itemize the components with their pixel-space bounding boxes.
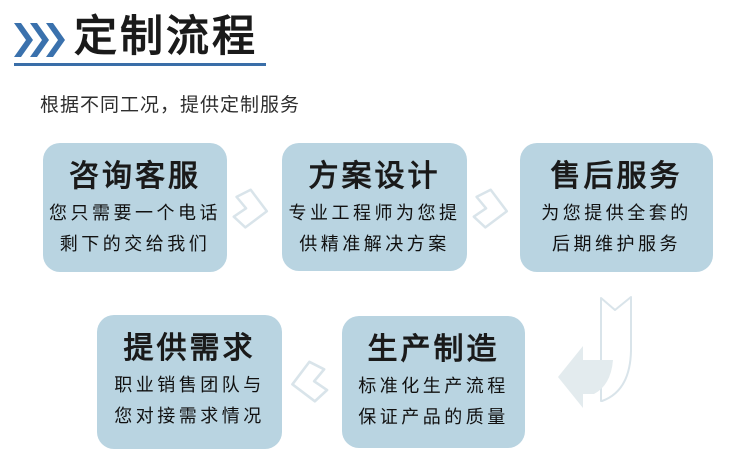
step-desc-line2: 您对接需求情况 (114, 406, 265, 427)
step-title: 生产制造 (367, 333, 500, 366)
step-card-design: 方案设计 专业工程师为您提 供精准解决方案 (282, 143, 467, 271)
step-desc-line2: 保证产品的质量 (358, 407, 509, 428)
step-title: 售后服务 (550, 160, 683, 193)
section-subtitle: 根据不同工况，提供定制服务 (40, 95, 301, 116)
step-desc-line2: 剩下的交给我们 (59, 234, 211, 255)
triple-chevron-icon (14, 23, 65, 57)
page-title: 定制流程 (74, 13, 258, 61)
step-title: 咨询客服 (69, 160, 201, 193)
step-desc-line1: 标准化生产流程 (358, 376, 509, 397)
step-card-aftersales: 售后服务 为您提供全套的 后期维护服务 (520, 143, 713, 272)
step-desc-line1: 专业工程师为您提 (288, 203, 461, 224)
title-underline (14, 63, 266, 66)
step-title: 方案设计 (308, 160, 441, 193)
step-card-production: 生产制造 标准化生产流程 保证产品的质量 (342, 316, 525, 448)
block-arrow-right-icon (472, 188, 509, 229)
block-arrow-right-icon (232, 188, 269, 229)
step-desc-line1: 为您提供全套的 (541, 203, 692, 224)
step-title: 提供需求 (123, 332, 256, 365)
step-desc-line1: 职业销售团队与 (114, 375, 265, 396)
step-card-requirements: 提供需求 职业销售团队与 您对接需求情况 (97, 315, 282, 449)
bent-arrow-down-left-icon (558, 296, 632, 408)
step-desc-line1: 您只需要一个电话 (49, 203, 221, 224)
step-desc-line2: 后期维护服务 (552, 234, 681, 255)
step-card-consult: 咨询客服 您只需要一个电话 剩下的交给我们 (43, 143, 227, 272)
step-desc-line2: 供精准解决方案 (299, 234, 450, 255)
block-arrow-left-icon (291, 360, 329, 403)
